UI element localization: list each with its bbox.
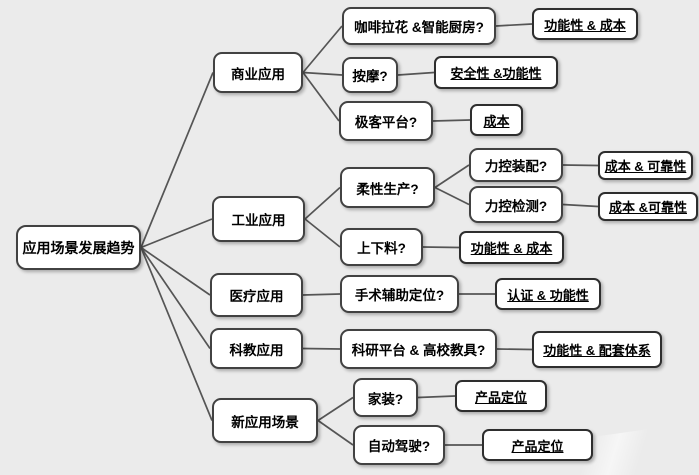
root-topic-application-scenario-trends[interactable]: 应用场景发展趋势 [16, 225, 141, 270]
subtopic-massage[interactable]: 按摩? [342, 57, 398, 93]
topic-new-application-scenarios[interactable]: 新应用场景 [212, 398, 318, 443]
topic-commercial-application[interactable]: 商业应用 [213, 52, 303, 93]
factor-cost[interactable]: 成本 [470, 104, 523, 136]
factor-certification-functionality[interactable]: 认证 & 功能性 [495, 278, 601, 310]
factor-functionality-cost-2[interactable]: 功能性 & 成本 [459, 231, 564, 264]
subtopic-coffee-latte-smart-kitchen[interactable]: 咖啡拉花 &智能厨房? [342, 7, 496, 45]
subtopic-research-platform-teaching-aids[interactable]: 科研平台 & 高校教具? [340, 329, 497, 369]
topic-industrial-application[interactable]: 工业应用 [212, 196, 305, 242]
subtopic-geek-platform[interactable]: 极客平台? [339, 101, 433, 141]
subtopic-home-decoration[interactable]: 家装? [353, 378, 418, 417]
factor-cost-reliability[interactable]: 成本 & 可靠性 [598, 151, 693, 180]
subtopic-flexible-production[interactable]: 柔性生产? [340, 167, 435, 208]
subtopic-loading-unloading[interactable]: 上下料? [340, 228, 423, 266]
topic-science-education-application[interactable]: 科教应用 [210, 328, 303, 369]
subtopic-force-controlled-inspection[interactable]: 力控检测? [469, 186, 563, 223]
factor-product-positioning-2[interactable]: 产品定位 [482, 429, 593, 461]
factor-cost-reliability-2[interactable]: 成本 &可靠性 [598, 192, 698, 221]
subtopic-autonomous-driving[interactable]: 自动驾驶? [353, 425, 445, 465]
topic-medical-application[interactable]: 医疗应用 [210, 273, 303, 317]
factor-functionality-support-system[interactable]: 功能性 & 配套体系 [532, 331, 662, 368]
subtopic-force-controlled-assembly[interactable]: 力控装配? [469, 148, 563, 182]
subtopic-surgical-assisted-positioning[interactable]: 手术辅助定位? [340, 275, 459, 313]
factor-functionality-cost[interactable]: 功能性 & 成本 [532, 8, 638, 40]
factor-product-positioning[interactable]: 产品定位 [455, 380, 547, 412]
factor-safety-functionality[interactable]: 安全性 &功能性 [434, 56, 558, 89]
